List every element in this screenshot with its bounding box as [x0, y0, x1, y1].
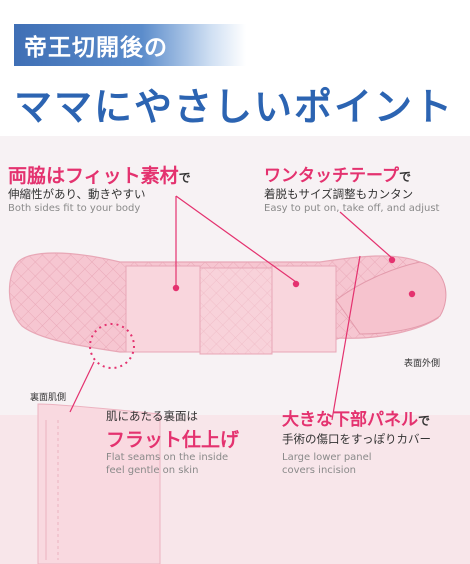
callout-flat-title: フラット仕上げ [106, 429, 240, 451]
headline: ママにやさしいポイント [14, 85, 455, 129]
lower-panel-edge [37, 403, 161, 564]
connector-dots [172, 256, 416, 298]
callout-sides-subtitle: 伸縮性があり、動きやすい [8, 187, 146, 201]
inner-detail-circle [89, 323, 135, 369]
outer-side-label: 表面外側 [404, 359, 441, 369]
right-fit-panel [271, 265, 337, 353]
center-panel [199, 267, 273, 355]
callout-panel-english-2: covers incision [282, 465, 357, 476]
left-fit-panel [125, 265, 201, 353]
callout-sides-english: Both sides fit to your body [8, 203, 141, 214]
callout-tape-title: ワンタッチテープで [264, 166, 411, 186]
callout-flat-english-2: feel gentle on skin [106, 465, 199, 476]
banner-title: 帝王切開後の [24, 35, 168, 61]
inner-side-label: 裏面肌側 [30, 393, 67, 403]
title-banner [14, 24, 246, 66]
callout-sides-title: 両脇はフィット素材で [8, 165, 191, 187]
connector-lines [69, 195, 393, 421]
callout-flat-english-1: Flat seams on the inside [106, 452, 229, 463]
callout-panel-title: 大きな下部パネルで [282, 410, 431, 430]
callout-tape-english: Easy to put on, take off, and adjust [264, 203, 440, 214]
callout-flat-lead: 肌にあたる裏面は [106, 409, 198, 423]
tape-end [335, 261, 447, 335]
callout-tape-subtitle: 着脱もサイズ調整もカンタン [264, 187, 414, 201]
callout-panel-subtitle: 手術の傷口をすっぽりカバー [282, 432, 432, 446]
callout-panel-english-1: Large lower panel [282, 452, 372, 463]
